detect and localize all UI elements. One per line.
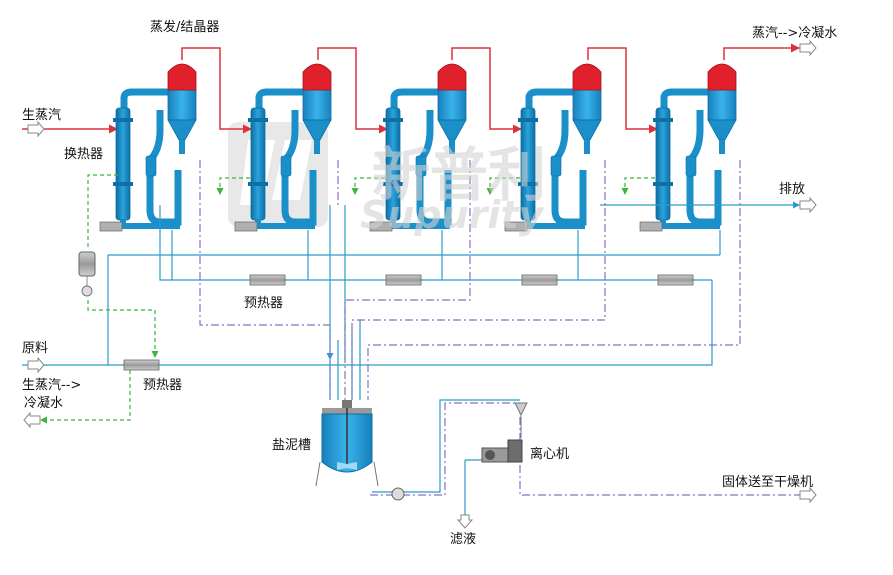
evaporator-effect-1 [99,63,197,232]
preheater-row [123,274,694,371]
side-vessel [415,155,427,177]
label-salt-slurry-tank: 盐泥槽 [272,438,312,453]
hx-flange-top [518,118,538,122]
label-steam-to-condensate-top: 蒸汽-->冷凝水 [752,26,838,41]
circulation-pump-icon [99,221,123,232]
hx-flange-top [653,118,673,122]
vapor-lines [181,43,800,134]
circulation-pipe [525,88,587,226]
condensate-out-arrow-icon [23,411,41,429]
label-discharge: 排放 [779,182,806,197]
solid-out-arrow-icon [799,486,817,504]
label-preheater-mid: 预热器 [244,296,284,311]
condensate-lines [40,174,655,424]
separator-body [302,89,332,121]
hx-flange-top [113,118,133,122]
hx-flange-top [248,118,268,122]
filtrate-arrow-icon [456,514,474,529]
label-centrifuge: 离心机 [530,447,570,462]
raw-material-arrow-icon [27,356,45,374]
circulation-pump-icon [369,221,393,232]
label-live-steam-to: 生蒸汽--> [22,378,82,393]
label-filtrate: 滤液 [450,532,477,547]
separator-leg [719,140,725,154]
circulation-pump-icon [504,221,528,232]
label-live-steam: 生蒸汽 [22,108,62,123]
salt-slurry-tank [315,400,379,487]
separator-top-dome [437,63,467,91]
separator-top-dome [707,63,737,91]
return-pipe [255,220,315,229]
heat-exchanger-column [250,107,266,221]
hx-flange-bottom [383,182,403,186]
hx-flange-bottom [653,182,673,186]
side-vessel [145,155,157,177]
separator-body [437,89,467,121]
separator-cone [572,119,602,141]
evaporator-effect-5 [639,63,737,232]
separator-leg [449,140,455,154]
separator-body [572,89,602,121]
side-vessel [685,155,697,177]
side-vessel [280,155,292,177]
hx-flange-top [383,118,403,122]
evaporator-effect-4 [504,63,602,232]
label-raw-material: 原料 [22,341,49,356]
inlet-arrow-icon [27,120,45,138]
separator-body [707,89,737,121]
hx-flange-bottom [518,182,538,186]
discharge-arrow-icon [799,196,817,214]
return-pipe [390,220,450,229]
label-solid-to-dryer: 固体送至干燥机 [722,475,814,490]
separator-cone [707,119,737,141]
circulation-pipe [660,88,722,226]
separator-body [167,89,197,121]
slurry-lines [199,160,800,496]
circulation-pipe [120,88,182,226]
separator-cone [167,119,197,141]
separator-leg [584,140,590,154]
label-preheater-bottom: 预热器 [143,378,183,393]
hx-flange-bottom [248,182,268,186]
separator-top-dome [572,63,602,91]
heat-exchanger-column [655,107,671,221]
circulation-pump-icon [234,221,258,232]
circulation-pump-icon [639,221,663,232]
label-evaporator-crystallizer: 蒸发/结晶器 [150,20,220,35]
label-heat-exchanger: 换热器 [64,147,104,162]
evaporator-effect-3 [369,63,467,232]
centrifuge-unit [481,402,528,463]
label-condensate-water: 冷凝水 [24,396,64,411]
watermark-cn: 新普利 [372,141,546,209]
separator-leg [179,140,185,154]
side-vessel [550,155,562,177]
condensate-drum-icon [78,251,96,297]
separator-cone [437,119,467,141]
evaporator-effects [99,63,737,232]
separator-top-dome [167,63,197,91]
watermark-en: Supurity [360,193,546,237]
outlet-arrow-icon [799,39,817,57]
separator-leg [314,140,320,154]
evaporator-effect-2 [234,63,332,232]
circulation-pipe [390,88,452,226]
hx-flange-bottom [113,182,133,186]
pump-icon [391,487,405,501]
return-pipe [120,220,180,229]
heat-exchanger-column [115,107,131,221]
return-pipe [525,220,585,229]
separator-top-dome [302,63,332,91]
circulation-pipe [255,88,317,226]
return-pipe [660,220,720,229]
